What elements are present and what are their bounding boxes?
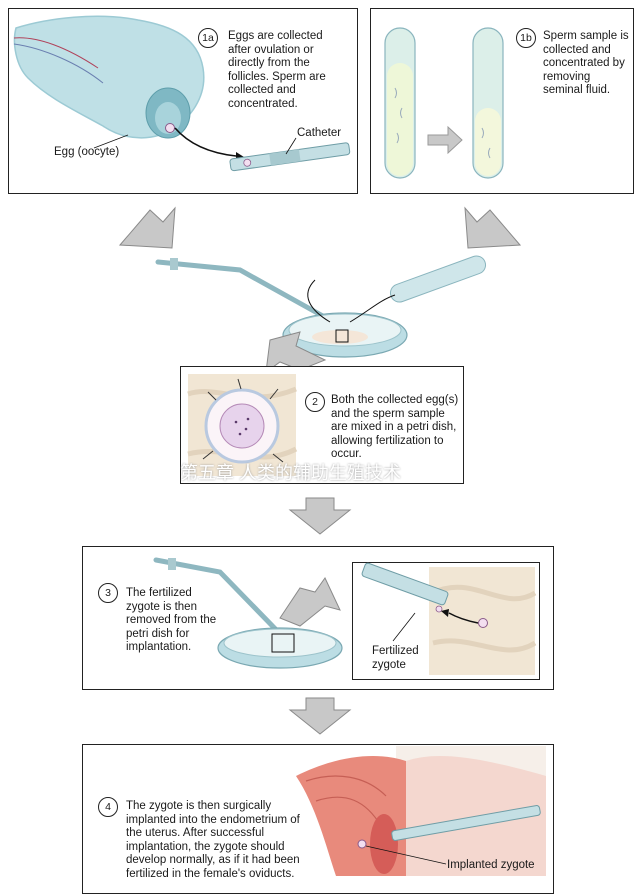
step-4-text: The zygote is then surgically implanted … [126, 800, 300, 880]
badge-step-3: 3 [98, 583, 118, 603]
arrow-2-to-3 [288, 497, 352, 535]
label-fertilized-zygote: Fertilized zygote [372, 645, 419, 671]
ovary-illustration [13, 15, 244, 161]
mixing-arrows-and-dish [118, 206, 522, 374]
label-catheter: Catheter [297, 127, 342, 139]
step-2-text: Both the collected egg(s) and the sperm … [331, 394, 459, 460]
label-implanted-zygote: Implanted zygote [447, 859, 535, 871]
step-1a-text: Eggs are collected after ovulation or di… [228, 30, 326, 110]
badge-step-1a: 1a [198, 28, 218, 48]
label-egg: Egg (oocyte) [54, 146, 120, 158]
badge-step-4: 4 [98, 797, 118, 817]
step-1b-text: Sperm sample is collected and concentrat… [543, 30, 629, 96]
zygote-removal-illustration [153, 557, 343, 669]
watermark-caption: 第五章 人类的辅助生殖技术 [180, 463, 401, 483]
badge-step-2: 2 [305, 392, 325, 412]
zygote-closeup-illustration [361, 562, 537, 675]
fertilization-illustration [187, 374, 298, 476]
sperm-tubes-illustration [384, 27, 504, 179]
arrow-3-to-4 [288, 697, 352, 735]
uterus-illustration [296, 746, 546, 876]
badge-step-1b: 1b [516, 28, 536, 48]
step-3-text: The fertilized zygote is then removed fr… [126, 587, 217, 653]
catheter-illustration [229, 137, 351, 172]
